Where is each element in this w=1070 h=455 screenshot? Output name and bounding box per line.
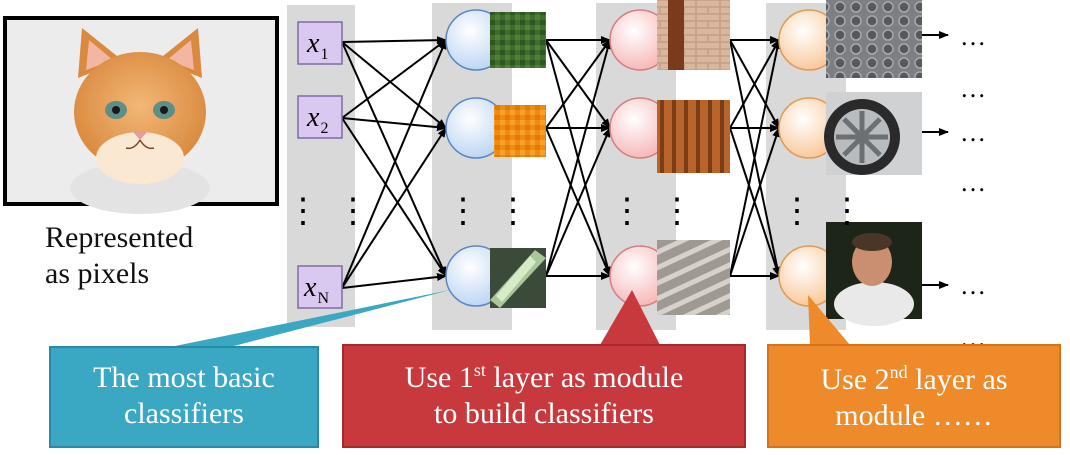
callout-basic-line2: classifiers xyxy=(124,397,244,430)
brick-texture-patch xyxy=(657,0,730,70)
callout-layer2-line2: module …… xyxy=(835,399,993,432)
connections xyxy=(341,31,949,289)
input-node-xn: xN xyxy=(297,265,343,309)
callout-layer2-shape xyxy=(767,295,1061,448)
diagonal-edge-patch xyxy=(490,248,546,308)
svg-text:…: … xyxy=(960,22,986,51)
svg-text:⋮: ⋮ xyxy=(446,193,480,230)
callout-layer1-line1: Use 1st layer as module xyxy=(404,360,684,394)
svg-text:⋮: ⋮ xyxy=(830,193,864,230)
output-dots-group: … … … … … … xyxy=(960,22,986,352)
input-node-x2: x2 xyxy=(297,95,343,139)
callout-layer2-line1: Use 2nd layer as xyxy=(820,362,1008,396)
callout-layer1-line2: to build classifiers xyxy=(434,397,654,430)
green-texture-patch xyxy=(490,12,546,68)
curved-stripe-patch xyxy=(657,240,730,315)
svg-text:⋮: ⋮ xyxy=(610,193,644,230)
cat-image xyxy=(3,16,279,214)
svg-text:…: … xyxy=(960,74,986,103)
callout-layer2: Use 2nd layer as module …… xyxy=(768,362,1060,434)
svg-text:x2: x2 xyxy=(306,102,328,137)
callout-basic-line1: The most basic xyxy=(93,361,275,394)
honeycomb-patch xyxy=(826,0,922,78)
input-node-x1: x1 xyxy=(297,21,343,65)
svg-text:⋮: ⋮ xyxy=(336,193,370,230)
callout-layer1: Use 1st layer as module to build classif… xyxy=(343,360,745,432)
face-image-patch xyxy=(826,222,922,326)
svg-text:⋮: ⋮ xyxy=(286,193,320,230)
svg-text:⋮: ⋮ xyxy=(660,193,694,230)
svg-text:…: … xyxy=(960,168,986,197)
svg-text:x1: x1 xyxy=(306,28,328,63)
svg-text:⋮: ⋮ xyxy=(780,193,814,230)
pixels-caption: Represented as pixels xyxy=(45,220,275,292)
wheel-image-patch xyxy=(824,92,922,175)
callout-basic: The most basic classifiers xyxy=(50,360,318,432)
svg-text:…: … xyxy=(960,118,986,147)
wood-stripe-patch xyxy=(657,100,730,173)
caption-line2: as pixels xyxy=(45,257,150,290)
callout-basic-shape xyxy=(49,290,450,448)
vertical-ellipsis-group: ⋮ ⋮ ⋮ ⋮ ⋮ ⋮ ⋮ ⋮ xyxy=(286,193,864,230)
caption-line1: Represented xyxy=(45,221,194,254)
orange-texture-patch xyxy=(494,105,546,157)
svg-text:…: … xyxy=(960,271,986,300)
callout-layer1-shape xyxy=(342,290,746,448)
svg-text:xN: xN xyxy=(303,272,329,307)
svg-text:⋮: ⋮ xyxy=(496,193,530,230)
